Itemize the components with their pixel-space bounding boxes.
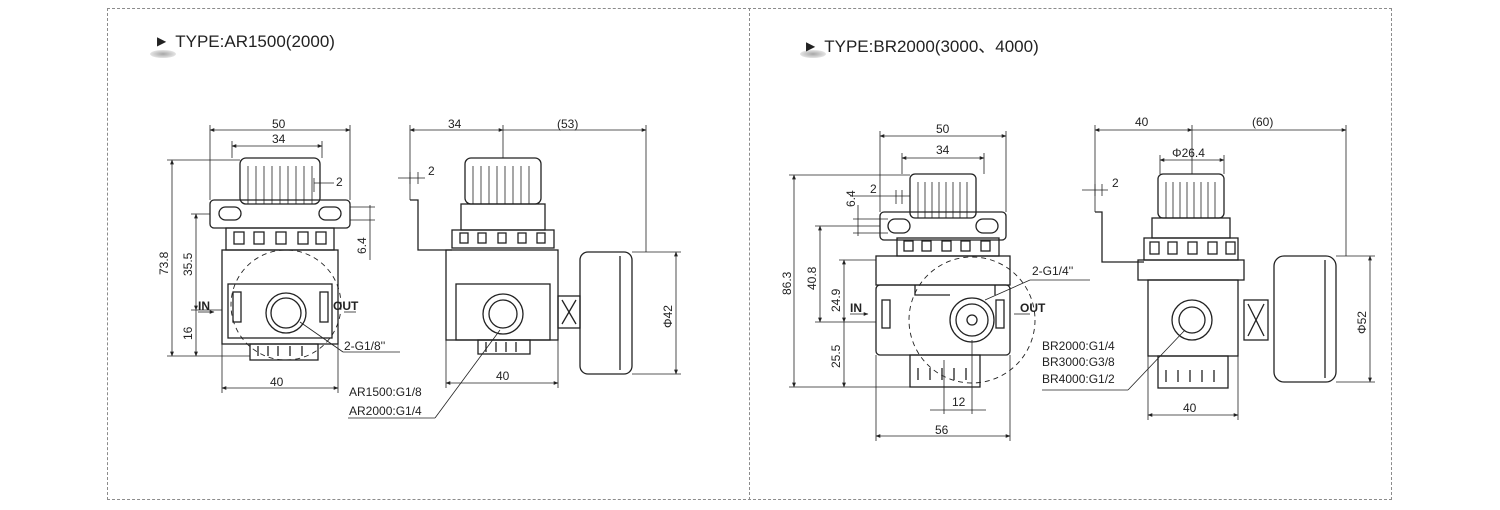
left-title: ▶ TYPE:AR1500(2000) <box>157 32 335 52</box>
title-shadow <box>150 50 176 58</box>
br-front-view <box>875 173 1036 388</box>
ar-front-dims <box>167 125 400 393</box>
dim-6-4: 6.4 <box>355 237 369 254</box>
ar-front-labels: 50 34 2 73.8 35.5 16 6.4 40 IN OUT 2-G1/… <box>157 117 385 389</box>
dim-2: 2 <box>336 175 343 189</box>
dim-phi26-4: Φ26.4 <box>1172 146 1205 160</box>
label-out: OUT <box>333 299 359 313</box>
dim-50-br: 50 <box>936 122 950 136</box>
ar-side-dims <box>348 125 681 419</box>
br-side-labels: 40 (60) Φ26.4 2 40 Φ52 <box>1112 115 1369 415</box>
dim-34-side: 34 <box>448 117 462 131</box>
ar-front-view <box>209 157 351 361</box>
dim-73-8: 73.8 <box>157 251 171 275</box>
dim-40-br-side-b: 40 <box>1183 401 1197 415</box>
port-label-br: 2-G1/4'' <box>1032 264 1073 278</box>
note-ar2000: AR2000:G1/4 <box>349 404 422 418</box>
dim-34-br: 34 <box>936 143 950 157</box>
dim-35-5: 35.5 <box>181 252 195 276</box>
note-br4000: BR4000:G1/2 <box>1042 372 1115 386</box>
triangle-right-icon: ▶ <box>806 39 816 53</box>
dim-16: 16 <box>181 326 195 340</box>
note-br3000: BR3000:G3/8 <box>1042 355 1115 369</box>
dim-2-br-side: 2 <box>1112 176 1119 190</box>
dim-53: (53) <box>557 117 578 131</box>
dim-2-br: 2 <box>870 182 877 196</box>
title-shadow <box>800 50 826 58</box>
dim-24-9: 24.9 <box>829 288 843 312</box>
note-br2000: BR2000:G1/4 <box>1042 339 1115 353</box>
dim-40: 40 <box>270 375 284 389</box>
dim-25-5: 25.5 <box>829 344 843 368</box>
ar-side-view <box>410 157 633 375</box>
panel-divider <box>749 8 750 500</box>
dim-86-3: 86.3 <box>780 271 794 295</box>
left-title-text: TYPE:AR1500(2000) <box>175 32 335 51</box>
br-front-labels: 50 34 2 6.4 86.3 40.8 24.9 25.5 12 56 IN… <box>780 122 1115 437</box>
note-ar1500: AR1500:G1/8 <box>349 385 422 399</box>
dim-phi52: Φ52 <box>1355 311 1369 334</box>
dim-12: 12 <box>952 395 966 409</box>
dim-34: 34 <box>272 132 286 146</box>
dim-60: (60) <box>1252 115 1273 129</box>
port-label: 2-G1/8'' <box>344 339 385 353</box>
br-front-dims <box>789 131 1090 441</box>
right-title: ▶ TYPE:BR2000(3000、4000) <box>806 32 1039 57</box>
label-in: IN <box>198 299 210 313</box>
dim-40-8: 40.8 <box>805 266 819 290</box>
br-side-view <box>1095 173 1337 389</box>
label-out-br: OUT <box>1020 301 1046 315</box>
label-in-br: IN <box>850 301 862 315</box>
dim-phi42: Φ42 <box>661 305 675 328</box>
dim-2-side: 2 <box>428 164 435 178</box>
dim-40-br-side: 40 <box>1135 115 1149 129</box>
br-side-dims <box>1042 125 1375 420</box>
right-title-text: TYPE:BR2000(3000、4000) <box>824 37 1039 56</box>
dim-40-side: 40 <box>496 369 510 383</box>
ar-side-labels: 34 (53) 2 40 Φ42 AR1500:G1/8 AR2000:G1/4 <box>349 117 675 418</box>
dim-50: 50 <box>272 117 286 131</box>
dim-6-4-br: 6.4 <box>844 190 858 207</box>
dim-56: 56 <box>935 423 949 437</box>
triangle-right-icon: ▶ <box>157 34 167 48</box>
